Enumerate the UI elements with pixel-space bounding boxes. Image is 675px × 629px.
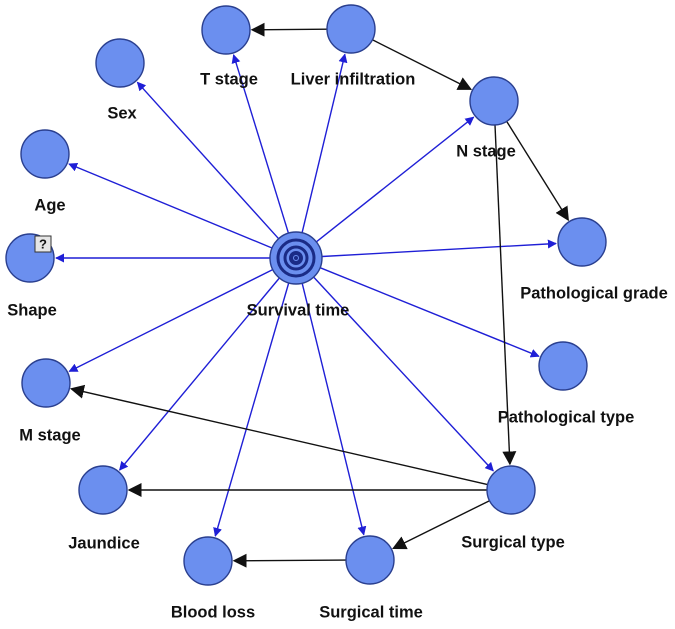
node-circle [326,4,376,54]
target-ring [276,238,316,278]
edge-survival-to-tstage [231,54,290,234]
node-label: Age [34,196,65,214]
edge-survival-to-liver [301,53,348,233]
edge-survival-to-pgrade [321,239,557,258]
node-jaundice[interactable]: Jaundice [68,465,140,552]
edge-survival-to-stime [301,283,367,536]
node-label: Pathological grade [520,284,668,302]
node-circle [20,129,70,179]
node-label: Pathological type [498,408,635,426]
node-label: Liver infiltration [291,70,416,88]
node-tstage[interactable]: T stage [200,5,258,88]
node-circle [95,38,145,88]
edge-stime-to-bloodloss [232,553,347,568]
node-liver[interactable]: Liver infiltration [291,4,416,88]
node-label: Sex [107,104,137,122]
node-label: N stage [456,142,516,160]
target-dot [294,256,298,260]
node-label: Jaundice [68,534,140,552]
node-circle [78,465,128,515]
node-circle [486,465,536,515]
edge-liver-to-nstage [372,39,473,90]
node-circle [538,341,588,391]
edge-survival-to-bloodloss [213,282,290,537]
edge-nstage-to-stype [494,124,517,466]
edge-stype-to-stime [392,500,490,550]
node-circle [469,76,519,126]
nodes-layer: Survival time T stage Liver infiltrationSe… [5,4,668,621]
node-circle [557,217,607,267]
node-age[interactable]: Age [20,129,70,214]
node-circle [21,358,71,408]
edges-layer [55,22,569,568]
target-ring [283,245,309,271]
node-circle [201,5,251,55]
node-mstage[interactable]: M stage [19,358,81,444]
question-badge [34,235,52,253]
node-survival[interactable]: Survival time [247,231,350,319]
edge-survival-to-sex [136,81,280,240]
node-label: M stage [19,426,80,444]
node-pgrade[interactable]: Pathological grade [520,217,668,302]
node-sex[interactable]: Sex [95,38,145,122]
node-label: Blood loss [171,603,255,621]
edge-survival-to-stype [313,276,494,472]
edge-survival-to-jaundice [119,277,280,471]
node-ptype[interactable]: Pathological type [498,341,635,426]
node-label: T stage [200,70,258,88]
node-stype[interactable]: Surgical type [461,465,565,551]
node-label: Surgical time [319,603,423,621]
question-mark-icon: ? [39,236,47,251]
edge-stype-to-mstage [69,384,488,486]
edge-survival-to-age [68,162,273,249]
node-bloodloss[interactable]: Blood loss [171,536,255,621]
edge-survival-to-mstage [68,268,274,373]
node-stime[interactable]: Surgical time [319,535,423,621]
edge-survival-to-ptype [319,267,540,358]
node-shape[interactable]: ? Shape [5,233,57,319]
node-circle [345,535,395,585]
node-label: Shape [7,301,57,319]
node-label: Survival time [247,301,350,319]
edge-nstage-to-pgrade [506,121,569,222]
target-ring [289,251,303,265]
node-label: Surgical type [461,533,565,551]
node-circle [183,536,233,586]
edge-liver-to-tstage [250,22,328,37]
edge-survival-to-nstage [315,116,475,243]
node-nstage[interactable]: N stage [456,76,519,160]
